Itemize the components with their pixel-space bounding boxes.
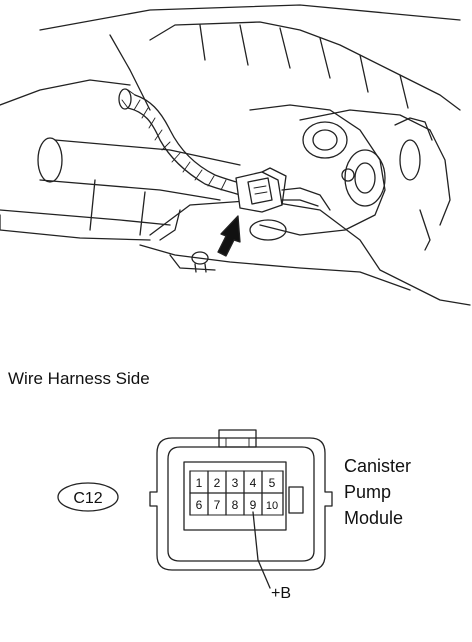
terminal-label: +B	[271, 585, 291, 602]
terminal-9: 9	[250, 498, 257, 512]
terminal-10: 10	[266, 500, 278, 512]
terminal-3: 3	[232, 476, 239, 490]
component-name: Canister Pump Module	[344, 456, 411, 528]
component-name-line-1: Canister	[344, 456, 411, 476]
terminal-leader-line	[252, 511, 271, 589]
location-illustration	[0, 4, 471, 306]
terminal-1: 1	[196, 476, 203, 490]
terminal-numbers-top: 1 2 3 4 5	[196, 476, 276, 490]
terminal-7: 7	[214, 498, 221, 512]
terminal-8: 8	[232, 498, 239, 512]
connector-code-badge	[57, 482, 119, 512]
terminal-6: 6	[196, 498, 203, 512]
terminal-2: 2	[214, 476, 221, 490]
component-name-line-2: Pump	[344, 482, 391, 502]
terminal-4: 4	[250, 476, 257, 490]
component-name-line-3: Module	[344, 508, 403, 528]
terminal-5: 5	[269, 476, 276, 490]
connector-face	[149, 429, 333, 571]
terminal-numbers-bottom: 6 7 8 9 10	[196, 498, 278, 512]
view-heading: Wire Harness Side	[8, 369, 150, 388]
connector-code: C12	[73, 490, 102, 507]
